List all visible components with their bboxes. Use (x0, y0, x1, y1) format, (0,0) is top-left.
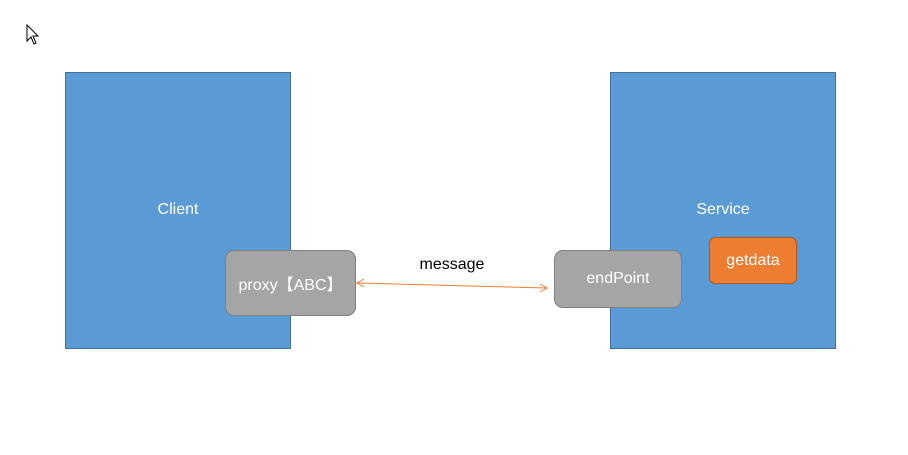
proxy-node[interactable]: proxy【ABC】 (225, 250, 356, 316)
service-label: Service (696, 201, 750, 218)
endpoint-node[interactable]: endPoint (554, 250, 682, 308)
getdata-label: getdata (726, 251, 780, 269)
client-box[interactable]: Client (65, 72, 291, 349)
message-label: message (419, 256, 485, 273)
getdata-node[interactable]: getdata (709, 237, 797, 284)
arrow-head-left-icon (355, 278, 365, 288)
proxy-label: proxy【ABC】 (238, 277, 343, 294)
client-label: Client (157, 201, 199, 218)
message-arrow-line (357, 282, 547, 289)
arrow-head-right-icon (539, 283, 549, 293)
mouse-pointer-icon (26, 23, 40, 46)
endpoint-label: endPoint (586, 270, 650, 287)
